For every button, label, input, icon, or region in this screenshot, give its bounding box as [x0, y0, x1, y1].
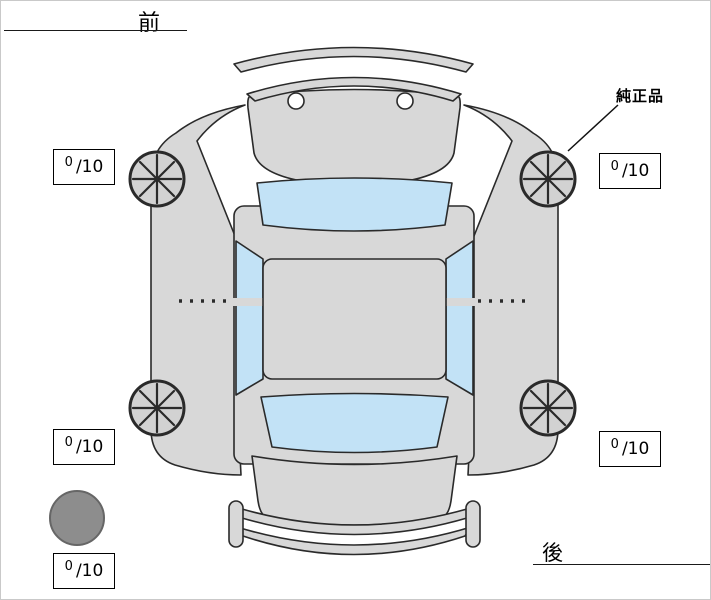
rear-underline: [533, 564, 710, 565]
front-underline: [4, 30, 187, 31]
genuine-part-label: 純正品: [616, 87, 665, 105]
rear-bumper-corner-right: [465, 500, 481, 548]
tire-score-denominator: /10: [621, 161, 650, 181]
trunk: [251, 455, 458, 526]
tire-score-front-left: 0 /10: [53, 149, 115, 185]
rear-window-glass: [260, 392, 449, 454]
hood-detail-right-icon: [396, 92, 414, 110]
wheel-rear-left-icon: [128, 379, 186, 437]
tire-score-rear-right: 0 /10: [599, 431, 661, 467]
tire-score-value: 0: [64, 558, 73, 574]
tire-score-denominator: /10: [621, 439, 650, 459]
wheel-front-left-icon: [128, 150, 186, 208]
tire-score-front-right: 0 /10: [599, 153, 661, 189]
hood: [247, 88, 461, 186]
wheel-rear-right-icon: [519, 379, 577, 437]
front-label: 前: [138, 11, 161, 36]
front-bumper-inner: [246, 76, 462, 102]
tire-score-denominator: /10: [75, 157, 104, 177]
tire-score-denominator: /10: [75, 561, 104, 581]
tire-score-denominator: /10: [75, 437, 104, 457]
front-bumper-outer: [233, 46, 474, 73]
spare-tire-icon: [49, 490, 105, 546]
left-b-pillar: [233, 298, 265, 306]
genuine-part-pointer-line: [567, 104, 619, 152]
left-window-glass: [235, 240, 264, 396]
tire-score-rear-left: 0 /10: [53, 429, 115, 465]
roof-panel: [262, 258, 447, 380]
right-b-pillar: [444, 298, 476, 306]
wheel-front-right-icon: [519, 150, 577, 208]
tire-score-value: 0: [610, 158, 619, 174]
rear-label: 後: [542, 541, 563, 565]
rear-bumper-outer: [236, 526, 472, 556]
tire-score-value: 0: [610, 436, 619, 452]
right-window-glass: [445, 240, 474, 396]
tire-score-value: 0: [64, 434, 73, 450]
hood-detail-left-icon: [287, 92, 305, 110]
tire-score-value: 0: [64, 154, 73, 170]
windshield-glass: [256, 177, 453, 232]
tire-score-spare: 0 /10: [53, 553, 115, 589]
rear-bumper-corner-left: [228, 500, 244, 548]
